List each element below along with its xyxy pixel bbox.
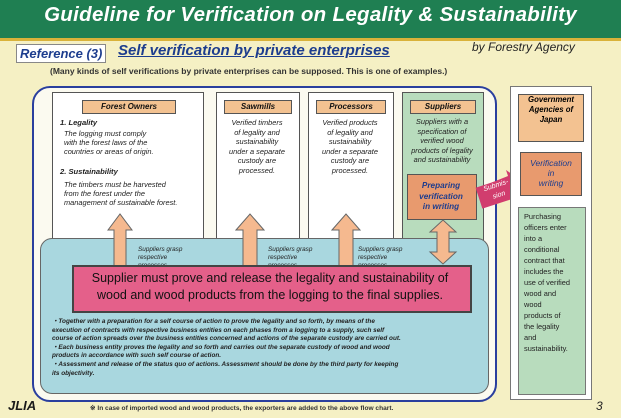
up-arrow-forest: [107, 213, 133, 267]
bullet-list: ・Together with a preparation for a self …: [52, 318, 401, 377]
processors-column: [308, 92, 394, 244]
subtitle: Self verification by private enterprises: [118, 42, 390, 59]
sawmills-header: Sawmills: [224, 100, 292, 114]
forest-owners-header: Forest Owners: [82, 100, 176, 114]
legality-line: with the forest laws of the: [64, 138, 148, 147]
intro-note: (Many kinds of self verifications by pri…: [50, 66, 448, 76]
page-title: Guideline for Verification on Legality &…: [44, 3, 577, 26]
title-bar: [0, 0, 621, 41]
main-statement-box: [72, 265, 472, 313]
legality-title: 1. Legality: [60, 118, 98, 127]
main-statement: Supplier must prove and release the lega…: [91, 271, 449, 302]
page-number: 3: [596, 399, 603, 413]
sustainability-line: management of sustainable forest.: [64, 198, 178, 207]
sawmills-column: [216, 92, 300, 244]
sustainability-line: from the forest under the: [64, 189, 145, 198]
byline: by Forestry Agency: [472, 40, 575, 54]
government-text-box: [518, 207, 586, 395]
up-arrow-processors: [330, 213, 362, 267]
legality-line: The logging must comply: [64, 129, 147, 138]
preparing-verification-box: [407, 174, 477, 220]
forest-owners-column: [52, 92, 204, 244]
jlia-logo: JLIA: [8, 398, 37, 413]
suppliers-header: Suppliers: [410, 100, 476, 114]
legality-line: countries or areas of origin.: [64, 147, 154, 156]
processors-header: Processors: [316, 100, 386, 114]
sustainability-line: The timbers must be harvested: [64, 180, 166, 189]
footer-note: ※ In case of imported wood and wood prod…: [90, 405, 394, 412]
up-arrow-sawmills: [234, 213, 266, 267]
double-arrow-suppliers: [428, 219, 458, 265]
sustainability-title: 2. Sustainability: [60, 167, 118, 176]
reference-label: Reference (3): [16, 44, 107, 63]
